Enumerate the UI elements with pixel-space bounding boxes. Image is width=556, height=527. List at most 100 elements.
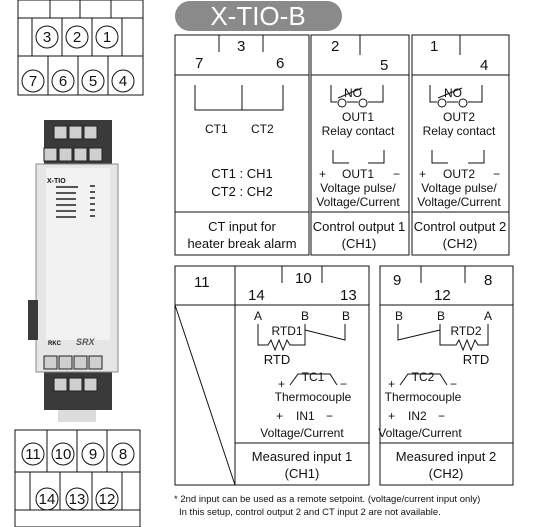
ct2-label: CT2	[251, 122, 274, 136]
plus-sign: +	[319, 167, 326, 181]
terminal-label: 9	[89, 446, 97, 463]
in2-footer-1: Measured input 2	[396, 449, 496, 464]
out1-footer-2: (CH1)	[342, 236, 377, 251]
in1-label: IN1	[296, 409, 315, 423]
minus-sign: −	[438, 409, 445, 423]
terminal-number: 1	[430, 38, 438, 55]
ct-mapping-1: CT1 : CH1	[211, 166, 272, 181]
device-module: X-TIO RKC SRX	[28, 120, 119, 422]
terminal-label: 7	[29, 73, 37, 90]
voltage-current-label: Voltage/Current	[378, 426, 462, 440]
in2-label: IN2	[408, 409, 427, 423]
no-label: NO	[444, 86, 462, 100]
terminal-number: 4	[480, 57, 488, 74]
terminal-label: 8	[119, 446, 127, 463]
measured-input-1-section: 11 10 14 13 A B B RTD1 RTD TC1 + − Therm…	[174, 265, 370, 486]
in1-footer-2: (CH1)	[285, 466, 320, 481]
terminal-number: 13	[340, 287, 357, 304]
terminal-label: 12	[99, 491, 116, 508]
terminal-number: 12	[434, 287, 451, 304]
control-output-2-section: 1 4 NO OUT2 Relay contact + OUT2 − Volta…	[411, 34, 510, 256]
terminal-number: 14	[248, 287, 265, 304]
rtd-terminal-a: A	[254, 309, 262, 323]
terminal-label: 10	[55, 446, 72, 463]
terminal-number: 11	[194, 274, 210, 291]
device-model: X-TIO	[47, 178, 66, 185]
no-label: NO	[344, 86, 362, 100]
minus-sign: −	[493, 167, 500, 181]
out1-volt-label: OUT1	[342, 167, 374, 181]
in2-footer-2: (CH2)	[429, 466, 464, 481]
ct1-label: CT1	[205, 122, 228, 136]
title: X-TIO-B	[210, 1, 305, 31]
rtd-terminal-a: A	[484, 309, 492, 323]
terminal-block-top: 3 2 1 7 6 5 4	[17, 0, 144, 96]
out2-footer-2: (CH2)	[443, 236, 478, 251]
device-series: SRX	[76, 337, 96, 347]
in1-footer-1: Measured input 1	[252, 449, 352, 464]
tc1-label: TC1	[302, 370, 325, 384]
terminal-label: 11	[25, 446, 41, 463]
terminal-label: 14	[39, 491, 56, 508]
minus-sign: −	[450, 377, 457, 391]
relay-contact-label: Relay contact	[423, 124, 496, 138]
terminal-label: 5	[89, 73, 97, 90]
out2-footer-1: Control output 2	[414, 219, 507, 234]
terminal-number: 8	[484, 272, 492, 289]
terminal-label: 3	[43, 29, 51, 46]
voltage-current-label: Voltage/Current	[417, 195, 501, 209]
thermocouple-label: Thermocouple	[385, 390, 462, 404]
out2-relay-label: OUT2	[443, 110, 475, 124]
terminal-label: 6	[59, 73, 67, 90]
out1-relay-label: OUT1	[342, 110, 374, 124]
thermocouple-label: Thermocouple	[275, 390, 352, 404]
rtd-label: RTD	[264, 352, 290, 367]
ct-input-section: 7 3 6 CT1 CT2 CT1 : CH1 CT2 : CH2 CT inp…	[174, 34, 310, 256]
minus-sign: −	[326, 409, 333, 423]
rtd-label: RTD	[463, 352, 489, 367]
plus-sign: +	[419, 167, 426, 181]
relay-contact-label: Relay contact	[322, 124, 395, 138]
ct-footer-1: CT input for	[208, 219, 276, 234]
tc2-label: TC2	[412, 370, 435, 384]
control-output-1-section: 2 5 NO OUT1 Relay contact + OUT1 − Volta…	[310, 34, 410, 256]
out1-footer-1: Control output 1	[313, 219, 406, 234]
rtd-terminal-b: B	[301, 309, 309, 323]
voltage-current-label: Voltage/Current	[260, 426, 344, 440]
terminal-number: 6	[276, 55, 284, 72]
terminal-number: 7	[195, 55, 203, 72]
out2-volt-label: OUT2	[443, 167, 475, 181]
minus-sign: −	[393, 167, 400, 181]
minus-sign: −	[340, 377, 347, 391]
terminal-number: 9	[393, 272, 401, 289]
plus-sign: +	[278, 377, 285, 391]
terminal-label: 2	[73, 29, 81, 46]
measured-input-2-section: 9 8 12 B B A RTD2 RTD TC2 + − Thermocoup…	[378, 265, 514, 486]
rtd-terminal-b: B	[395, 309, 403, 323]
terminal-block-bottom: 11 10 9 8 14 13 12	[14, 429, 141, 527]
ct-footer-2: heater break alarm	[187, 236, 296, 251]
device-brand: RKC	[48, 341, 62, 347]
plus-sign: +	[388, 377, 395, 391]
footnote: * 2nd input can be used as a remote setp…	[174, 494, 480, 518]
footnote-line-2: In this setup, control output 2 and CT i…	[179, 507, 441, 518]
plus-sign: +	[276, 409, 283, 423]
terminal-number: 10	[295, 270, 312, 287]
terminal-label: 1	[103, 29, 111, 46]
footnote-line-1: * 2nd input can be used as a remote setp…	[174, 494, 480, 505]
ct-mapping-2: CT2 : CH2	[211, 184, 272, 199]
rtd-terminal-b: B	[342, 309, 350, 323]
plus-sign: +	[388, 409, 395, 423]
rtd-terminal-b: B	[437, 309, 445, 323]
terminal-label: 13	[69, 491, 86, 508]
terminal-number: 3	[237, 38, 245, 55]
voltage-pulse-label: Voltage pulse/	[421, 181, 497, 195]
title-badge: X-TIO-B	[175, 1, 342, 31]
terminal-number: 2	[331, 38, 339, 55]
terminal-label: 4	[119, 73, 127, 90]
voltage-current-label: Voltage/Current	[316, 195, 400, 209]
voltage-pulse-label: Voltage pulse/	[320, 181, 396, 195]
rtd1-label: RTD1	[271, 324, 302, 338]
rtd2-label: RTD2	[450, 324, 481, 338]
